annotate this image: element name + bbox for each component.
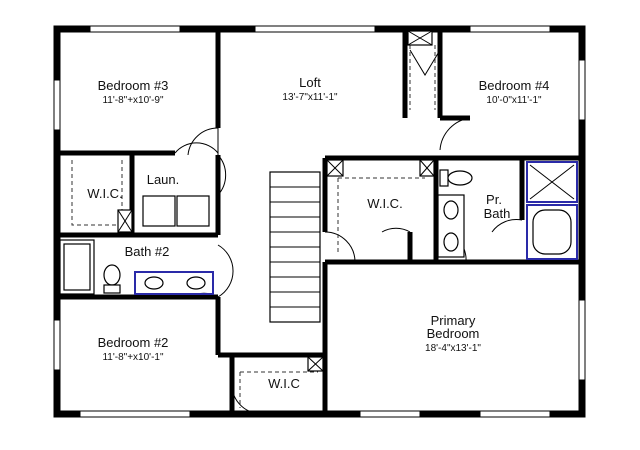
pr-bath-line1: Pr. <box>486 192 502 207</box>
primary-dim: 18'-4"x13'-1" <box>425 343 481 354</box>
bedroom2-name: Bedroom #2 <box>98 335 169 350</box>
stairs <box>269 171 321 323</box>
wic-center-name: W.I.C. <box>367 196 402 211</box>
wic-left-name: W.I.C. <box>87 186 122 201</box>
bath2-name: Bath #2 <box>125 244 170 259</box>
bedroom4-dim: 10'-0"x11'-1" <box>486 95 542 106</box>
wic-bottom-name: W.I.C <box>268 376 300 391</box>
door-swings <box>174 49 523 415</box>
bedroom2-dim: 11'-8"+x10'-1" <box>102 352 163 363</box>
windows <box>53 25 586 418</box>
bedroom3-name: Bedroom #3 <box>98 78 169 93</box>
pr-bath-line2: Bath <box>484 206 511 221</box>
fixtures <box>59 30 578 372</box>
bedroom3-dim: 11'-8"+x10'-9" <box>102 95 163 106</box>
loft-dim: 13'-7"x11'-1" <box>282 92 338 103</box>
loft-name: Loft <box>299 75 321 90</box>
primary-line1: Primary <box>431 313 476 328</box>
bedroom4-name: Bedroom #4 <box>479 78 550 93</box>
laundry-name: Laun. <box>147 172 180 187</box>
primary-line2: Bedroom <box>427 326 480 341</box>
closet-shelves <box>71 45 436 408</box>
